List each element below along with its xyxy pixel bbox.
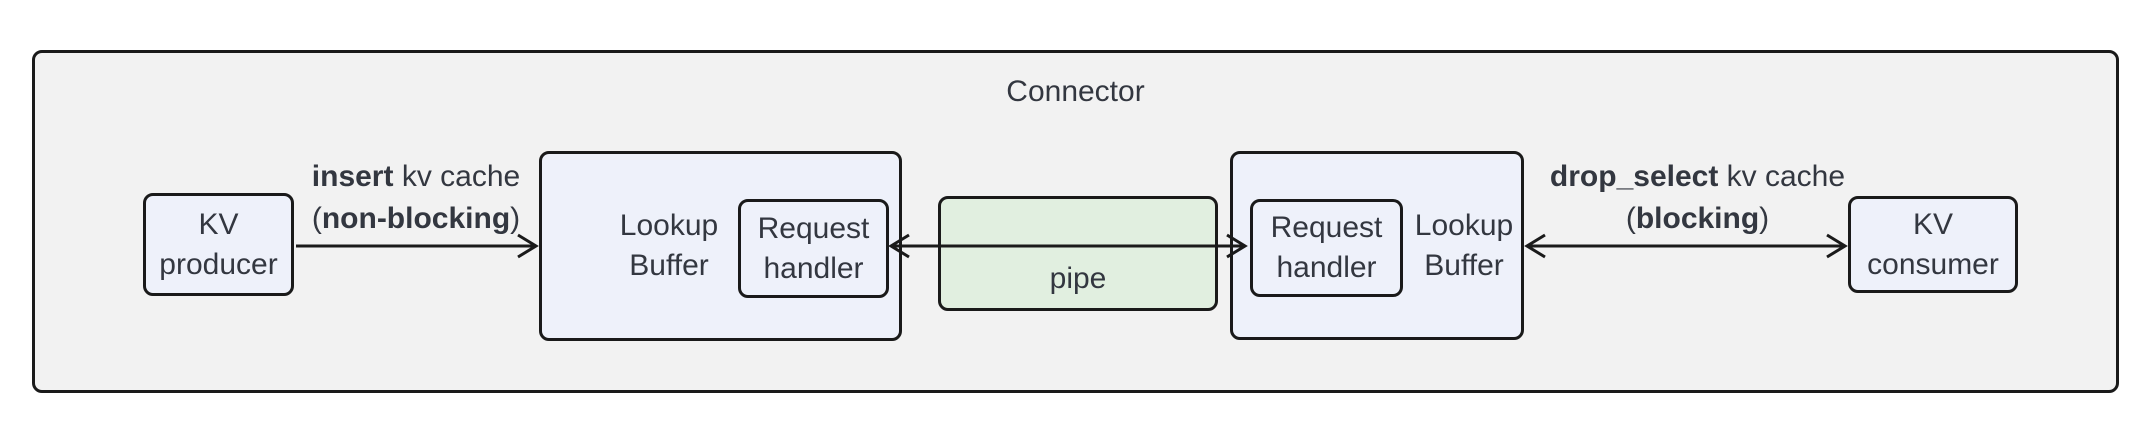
drop-select-edge-label-line2: (blocking)	[1545, 198, 1850, 240]
lookup-buffer-left-node: Lookup Buffer Request handler	[539, 151, 902, 341]
request-handler-right-label-line2: handler	[1276, 251, 1377, 284]
insert-paren-open: (	[311, 202, 322, 235]
kv-producer-label-line2: producer	[159, 247, 278, 281]
kv-producer-node: KV producer	[143, 193, 294, 296]
lookup-buffer-right-label: Lookup Buffer	[1405, 154, 1523, 337]
request-handler-right-node: Request handler	[1250, 199, 1403, 297]
request-handler-left-label-line2: handler	[763, 251, 864, 285]
drop-select-mode: blocking	[1635, 202, 1760, 235]
drop-select-edge-label: drop_select kv cache (blocking)	[1545, 156, 1850, 240]
lookup-buffer-right-label-line2: Buffer	[1424, 248, 1504, 282]
drop-select-paren-close: )	[1759, 202, 1770, 235]
request-handler-left-node: Request handler	[738, 199, 889, 298]
drop-select-paren-open: (	[1625, 202, 1636, 235]
request-handler-right-label-line1: Request	[1270, 211, 1383, 244]
kv-consumer-label-line1: KV	[1912, 207, 1954, 241]
lookup-buffer-right-node: Request handler Lookup Buffer	[1230, 151, 1524, 340]
request-handler-left-label-line1: Request	[757, 211, 870, 245]
pipe-label: pipe	[1049, 262, 1107, 295]
insert-edge-label-line2: (non-blocking)	[266, 198, 566, 240]
lookup-buffer-right-label-line1: Lookup	[1414, 208, 1514, 242]
drop-select-object: kv cache	[1718, 160, 1846, 193]
insert-object: kv cache	[393, 160, 521, 193]
insert-paren-close: )	[510, 202, 521, 235]
kv-consumer-label-line2: consumer	[1867, 247, 1999, 281]
pipe-node: pipe	[938, 196, 1218, 311]
insert-edge-label: insert kv cache (non-blocking)	[266, 156, 566, 240]
lookup-buffer-left-label-line1: Lookup	[619, 209, 719, 242]
drop-select-verb: drop_select	[1549, 160, 1719, 193]
kv-producer-label-line1: KV	[198, 207, 239, 241]
connector-title: Connector	[1006, 75, 1145, 108]
insert-edge-label-line1: insert kv cache	[266, 156, 566, 198]
lookup-buffer-left-label-line2: Buffer	[629, 249, 709, 282]
drop-select-edge-label-line1: drop_select kv cache	[1545, 156, 1850, 198]
lookup-buffer-left-label: Lookup Buffer	[594, 154, 744, 338]
insert-verb: insert	[311, 160, 394, 193]
kv-consumer-node: KV consumer	[1848, 196, 2018, 293]
insert-mode: non-blocking	[321, 202, 511, 235]
